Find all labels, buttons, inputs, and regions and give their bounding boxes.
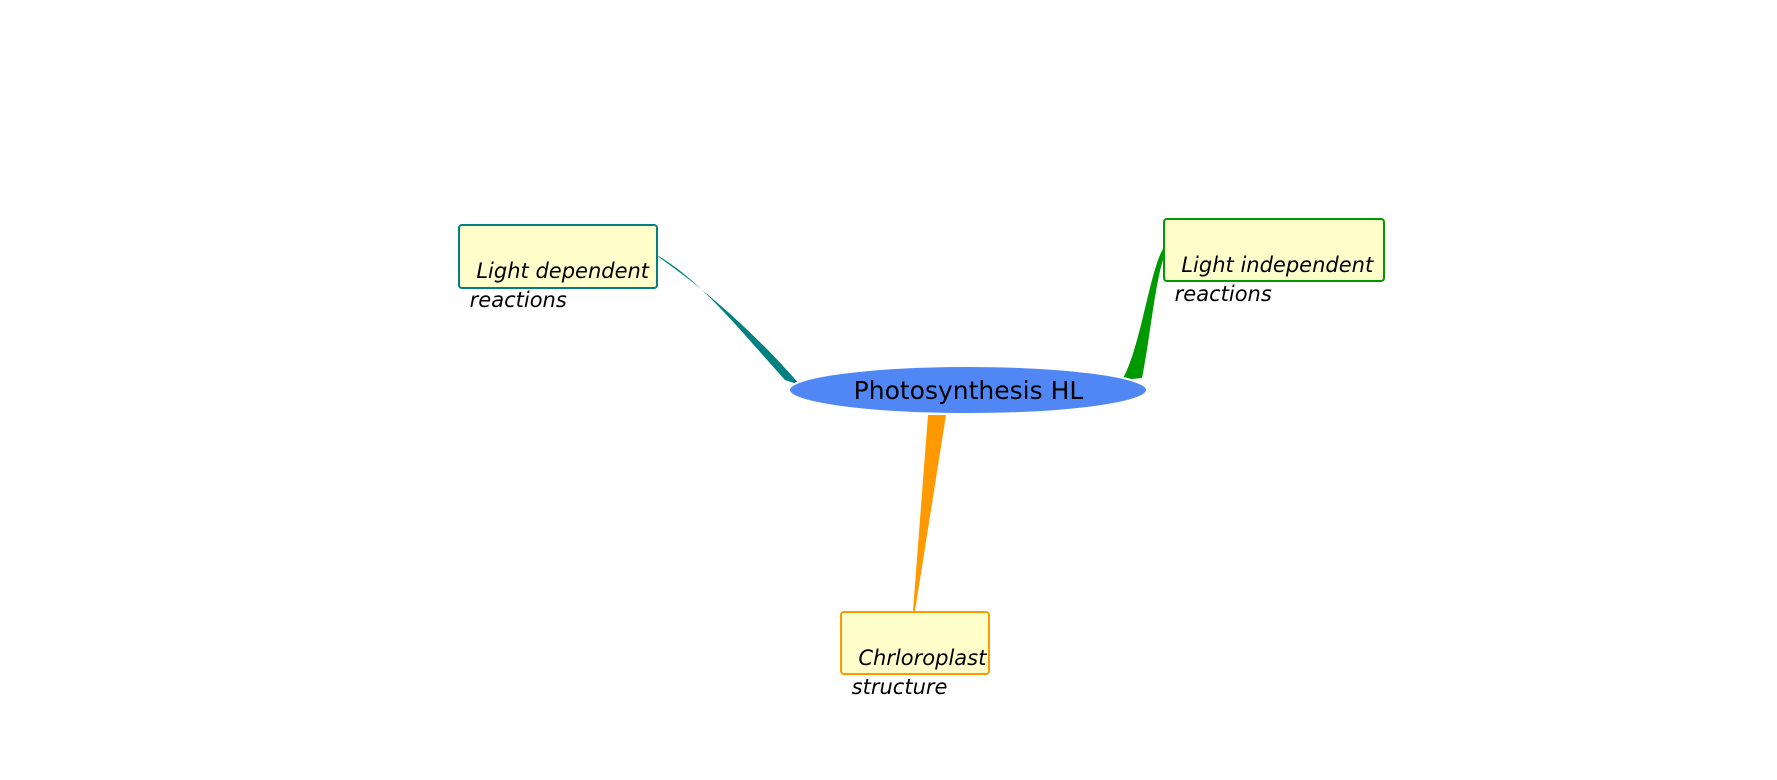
central-topic-label: Photosynthesis HL	[853, 376, 1084, 405]
central-topic-shape	[788, 365, 1148, 415]
topic-label: Chrloroplast structure	[851, 646, 987, 699]
branch-connector-chloroplast	[913, 415, 946, 611]
topic-label: Light independent reactions	[1174, 253, 1374, 306]
topic-light-independent-reactions[interactable]: Light independent reactions	[1163, 218, 1385, 306]
central-topic[interactable]: Photosynthesis HL	[790, 366, 1147, 415]
branch-connector-light-dependent	[657, 255, 800, 385]
topic-label: Light dependent reactions	[469, 259, 650, 312]
topic-light-dependent-reactions[interactable]: Light dependent reactions	[458, 224, 658, 312]
topic-chloroplast-structure[interactable]: Chrloroplast structure	[840, 611, 990, 699]
branch-connector-light-independent	[1122, 249, 1165, 380]
